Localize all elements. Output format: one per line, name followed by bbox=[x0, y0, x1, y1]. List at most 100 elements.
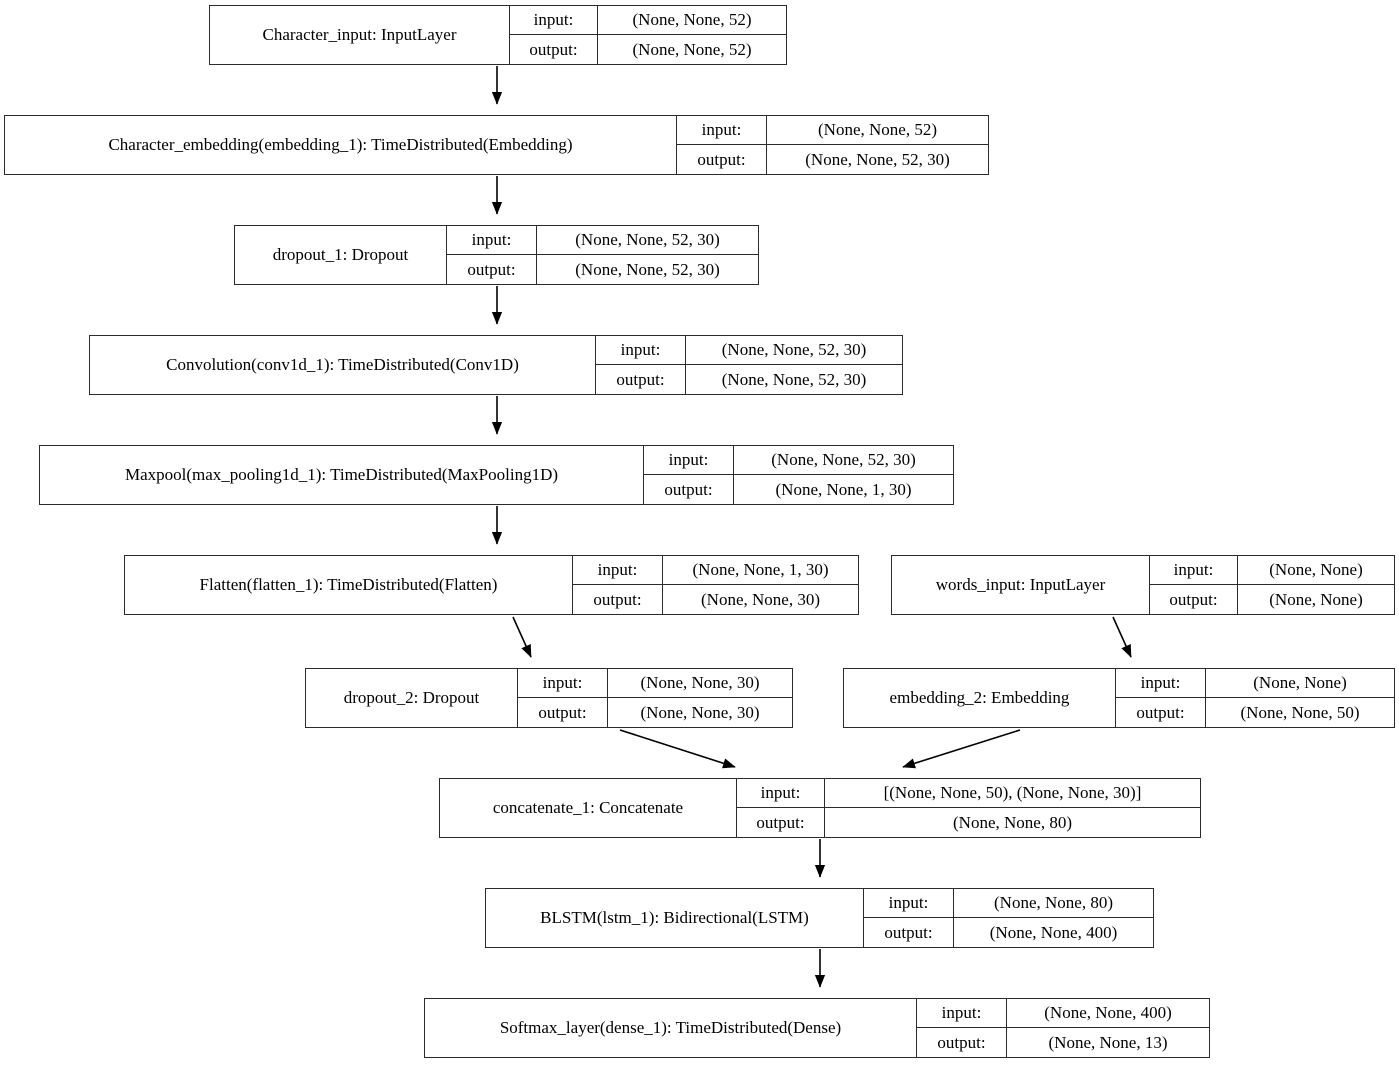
input-label: input: bbox=[510, 6, 598, 34]
node-label: Maxpool(max_pooling1d_1): TimeDistribute… bbox=[40, 446, 644, 504]
node-label: words_input: InputLayer bbox=[892, 556, 1150, 614]
node-io-table: input:(None, None, 52, 30)output:(None, … bbox=[644, 446, 953, 504]
node-input-row: input:(None, None, 52, 30) bbox=[596, 336, 902, 365]
node-output-row: output: (None, None, 52, 30) bbox=[596, 365, 902, 394]
node-label: concatenate_1: Concatenate bbox=[440, 779, 737, 837]
output-label: output: bbox=[518, 698, 608, 727]
node-output-row: output:(None, None, 52, 30) bbox=[677, 145, 988, 174]
input-shape: [(None, None, 50), (None, None, 30)] bbox=[883, 783, 1142, 802]
node-io-table: input: (None, None, 52) output:(None, None… bbox=[677, 116, 988, 174]
edge-embedding_2-to-concatenate_1 bbox=[902, 729, 1021, 769]
node-output-row: output: (None, None, 50) bbox=[1116, 698, 1394, 727]
node-input-row: input: (None, None) bbox=[1150, 556, 1394, 585]
input-shape: (None, None, 1, 30) bbox=[692, 560, 829, 579]
node-input-row: input: [(None, None, 50), (None, None, 30… bbox=[737, 779, 1200, 808]
output-shape: (None, None, 13) bbox=[1048, 1032, 1168, 1052]
node-label: Softmax_layer(dense_1): TimeDistributed(… bbox=[425, 999, 917, 1057]
node-io-table: input:(None, None)output:(None, None) bbox=[1150, 556, 1394, 614]
input-shape: (None, None, 400) bbox=[1044, 1003, 1172, 1022]
node-flatten[interactable]: Flatten(flatten_1): TimeDistributed(Flat… bbox=[124, 555, 859, 615]
node-input-row: input: (None, None, 52, 30) bbox=[447, 226, 758, 255]
input-label: input: bbox=[737, 779, 825, 807]
node-io-table: input:(None, None)output: (None, None, 50… bbox=[1116, 669, 1394, 727]
output-label: output: bbox=[596, 365, 686, 394]
node-output-row: output: (None, None, 80) bbox=[737, 808, 1200, 837]
output-label: output: bbox=[510, 35, 598, 64]
output-shape: (None, None, 1, 30) bbox=[775, 479, 912, 499]
node-label: embedding_2: Embedding bbox=[844, 669, 1116, 727]
output-label: output: bbox=[864, 918, 954, 947]
node-blstm[interactable]: BLSTM(lstm_1): Bidirectional(LSTM)input:… bbox=[485, 888, 1154, 948]
node-io-table: input:(None, None, 30)output:(None, None… bbox=[518, 669, 792, 727]
node-maxpool[interactable]: Maxpool(max_pooling1d_1): TimeDistribute… bbox=[39, 445, 954, 505]
input-label: input: bbox=[677, 116, 767, 144]
node-output-row: output:(None, None, 30) bbox=[573, 585, 858, 614]
node-output-row: output: (None, None, 400) bbox=[864, 918, 1153, 947]
node-label: Convolution(conv1d_1): TimeDistributed(C… bbox=[90, 336, 596, 394]
node-label: dropout_1: Dropout bbox=[235, 226, 447, 284]
node-io-table: input: (None, None, 1, 30) output:(None, N… bbox=[573, 556, 858, 614]
output-shape: (None, None, 52, 30) bbox=[721, 369, 867, 389]
node-output-row: output: (None, None, 13) bbox=[917, 1028, 1209, 1057]
edge-words_input-to-embedding_2 bbox=[1112, 616, 1132, 658]
node-label: BLSTM(lstm_1): Bidirectional(LSTM) bbox=[486, 889, 864, 947]
node-output-row: output:(None, None, 30) bbox=[518, 698, 792, 727]
node-io-table: input:(None, None, 52, 30)output:(None, … bbox=[447, 226, 758, 284]
node-label: Character_input: InputLayer bbox=[210, 6, 510, 64]
output-shape: (None, None, 30) bbox=[701, 589, 820, 609]
input-label: input: bbox=[518, 669, 608, 697]
input-shape: (None, None) bbox=[1253, 673, 1347, 692]
node-input-row: input: (None, None, 52, 30) bbox=[644, 446, 953, 475]
input-label: input: bbox=[644, 446, 734, 474]
output-shape: (None, None, 52, 30) bbox=[575, 259, 720, 279]
output-shape: (None, None, 52) bbox=[632, 39, 752, 59]
node-input-row: input: (None, None, 52) bbox=[510, 6, 786, 35]
output-shape: (None, None, 50) bbox=[1240, 702, 1360, 722]
node-convolution[interactable]: Convolution(conv1d_1): TimeDistributed(C… bbox=[89, 335, 903, 395]
node-io-table: input: (None, None, 400) output: (None, Non… bbox=[917, 999, 1209, 1057]
input-shape: (None, None, 52, 30) bbox=[575, 230, 720, 249]
node-output-row: output:(None, None, 52, 30) bbox=[447, 255, 758, 284]
input-label: input: bbox=[596, 336, 686, 364]
output-label: output: bbox=[677, 145, 767, 174]
input-label: input: bbox=[917, 999, 1007, 1027]
node-io-table: input: (None, None, 80) output: (None, None… bbox=[864, 889, 1153, 947]
node-label: Flatten(flatten_1): TimeDistributed(Flat… bbox=[125, 556, 573, 614]
node-input-row: input:(None, None) bbox=[1116, 669, 1394, 698]
node-output-row: output:(None, None) bbox=[1150, 585, 1394, 614]
node-input-row: input: (None, None, 400) bbox=[917, 999, 1209, 1028]
output-shape: (None, None, 400) bbox=[989, 922, 1118, 942]
node-input-row: input: (None, None, 80) bbox=[864, 889, 1153, 918]
input-shape: (None, None, 52) bbox=[632, 10, 752, 29]
input-label: input: bbox=[447, 226, 537, 254]
node-io-table: input:(None, None, 52, 30)output: (None, … bbox=[596, 336, 902, 394]
output-label: output: bbox=[737, 808, 825, 837]
node-io-table: input: (None, None, 52) output: (None, None… bbox=[510, 6, 786, 64]
node-character_embedding[interactable]: Character_embedding(embedding_1): TimeDi… bbox=[4, 115, 989, 175]
input-shape: (None, None, 52, 30) bbox=[771, 450, 916, 469]
node-input-row: input: (None, None, 52) bbox=[677, 116, 988, 145]
output-label: output: bbox=[1116, 698, 1206, 727]
node-softmax_layer[interactable]: Softmax_layer(dense_1): TimeDistributed(… bbox=[424, 998, 1210, 1058]
output-shape: (None, None, 80) bbox=[953, 812, 1072, 832]
input-shape: (None, None, 52) bbox=[818, 120, 937, 139]
input-label: input: bbox=[864, 889, 954, 917]
edge-flatten-to-dropout_2 bbox=[512, 616, 532, 658]
output-shape: (None, None) bbox=[1269, 589, 1363, 609]
input-shape: (None, None) bbox=[1269, 560, 1363, 579]
input-label: input: bbox=[1150, 556, 1238, 584]
node-output-row: output: (None, None, 52) bbox=[510, 35, 786, 64]
node-label: dropout_2: Dropout bbox=[306, 669, 518, 727]
input-shape: (None, None, 80) bbox=[994, 893, 1113, 912]
node-io-table: input: [(None, None, 50), (None, None, 30… bbox=[737, 779, 1200, 837]
edge-dropout_2-to-concatenate_1 bbox=[619, 729, 736, 769]
node-input-row: input:(None, None, 30) bbox=[518, 669, 792, 698]
input-label: input: bbox=[573, 556, 663, 584]
output-label: output: bbox=[917, 1028, 1007, 1057]
